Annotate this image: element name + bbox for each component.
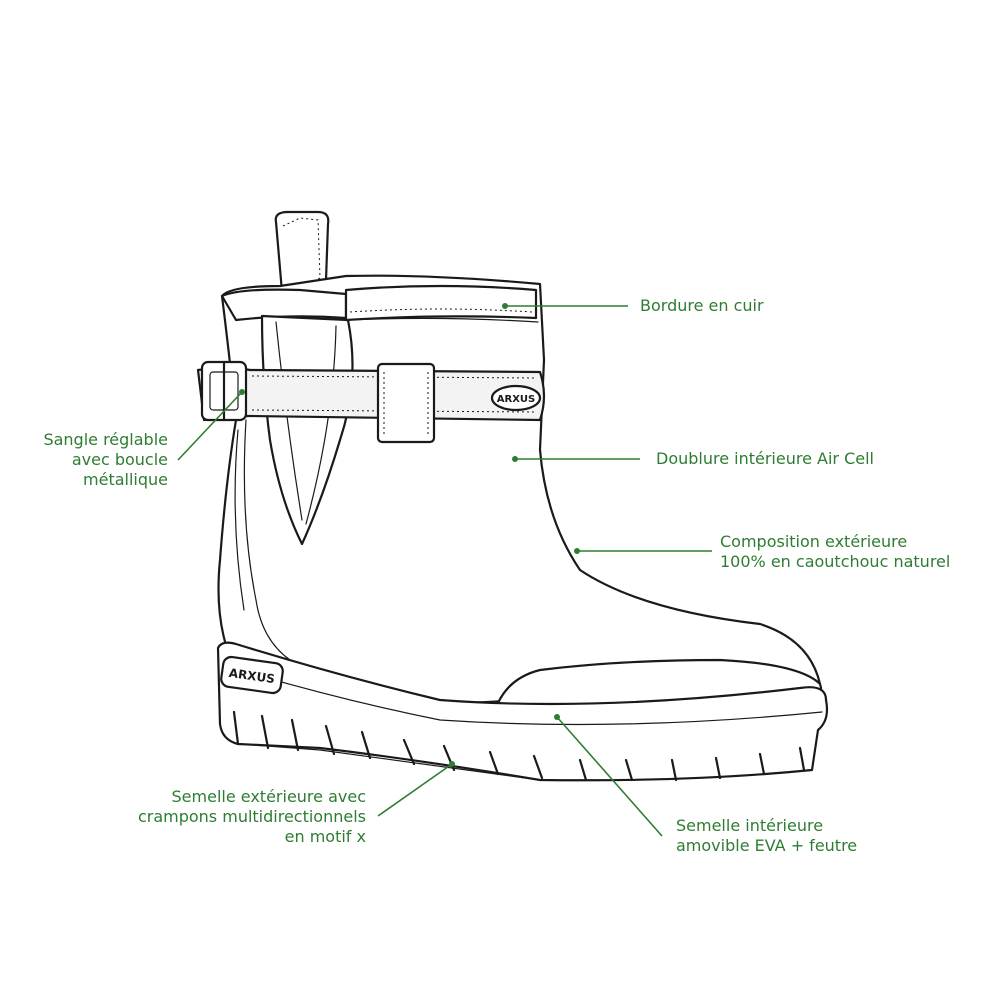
callout-bordure: Bordure en cuir: [640, 296, 764, 316]
callout-composition: Composition extérieure 100% en caoutchou…: [720, 532, 950, 572]
callout-sangle-line-1: Sangle réglable: [43, 430, 168, 449]
callout-sangle-line-2: avec boucle: [71, 450, 168, 469]
callout-sangle: Sangle réglable avec boucle métallique: [43, 430, 168, 490]
callout-doublure-line-1: Doublure intérieure Air Cell: [656, 449, 874, 468]
strap-logo: ARXUS: [497, 394, 535, 405]
leader-composition: [574, 548, 712, 554]
outsole: [216, 641, 829, 782]
leader-semelle-ext: [377, 761, 455, 817]
leader-sangle: [177, 389, 245, 461]
callout-semelle-int-line-2: amovible EVA + feutre: [676, 836, 858, 855]
callout-composition-line-2: 100% en caoutchouc naturel: [720, 552, 951, 571]
callout-semelle-int: Semelle intérieure amovible EVA + feutre: [676, 816, 857, 856]
heel-logo: ARXUS: [228, 666, 276, 686]
pull-tab: [274, 210, 330, 298]
leader-semelle-int: [554, 714, 663, 837]
callout-semelle-ext: Semelle extérieure avec crampons multidi…: [138, 787, 366, 847]
adjustable-strap: [196, 360, 546, 444]
leader-bordure: [502, 303, 628, 309]
callout-sangle-line-3: métallique: [83, 470, 168, 489]
callout-composition-line-1: Composition extérieure: [720, 532, 908, 551]
callout-semelle-ext-line-1: Semelle extérieure avec: [171, 787, 366, 806]
callout-semelle-int-line-1: Semelle intérieure: [676, 816, 824, 835]
callout-doublure: Doublure intérieure Air Cell: [656, 449, 874, 469]
callout-semelle-ext-line-3: en motif x: [284, 827, 366, 846]
callout-semelle-ext-line-2: crampons multidirectionnels: [137, 807, 366, 826]
boot-upper: [217, 274, 823, 724]
callout-bordure-line-1: Bordure en cuir: [640, 296, 764, 315]
leader-doublure: [512, 456, 640, 462]
